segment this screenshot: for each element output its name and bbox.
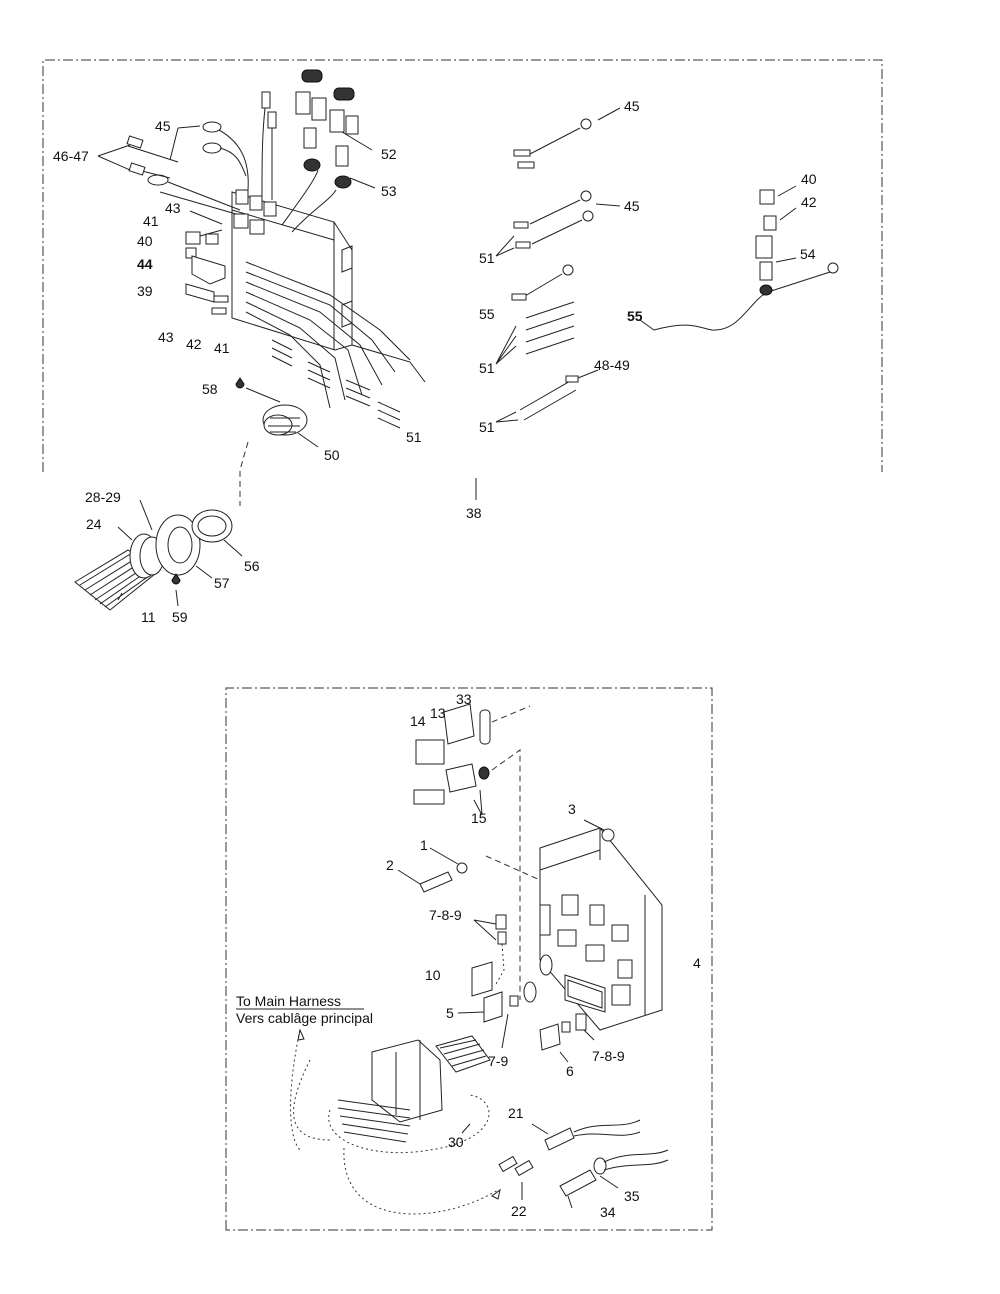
label-6: 6 <box>566 1063 574 1079</box>
label-7-8-9-lower: 7-8-9 <box>592 1048 625 1064</box>
label-2: 2 <box>386 857 394 873</box>
label-53: 53 <box>381 183 397 199</box>
label-40-right: 40 <box>801 171 817 187</box>
label-56: 56 <box>244 558 260 574</box>
lower-diagram <box>225 687 713 1231</box>
to-main-harness-en: To Main Harness <box>236 993 341 1009</box>
label-4: 4 <box>693 955 701 971</box>
connector-parts-13-14-15-33 <box>413 703 531 1000</box>
label-24: 24 <box>86 516 102 532</box>
electrical-box-assembly <box>126 91 426 429</box>
label-34: 34 <box>600 1204 616 1220</box>
label-13: 13 <box>430 705 446 721</box>
bracket-parts-39-44 <box>185 210 229 315</box>
fuse-box <box>539 827 663 1031</box>
label-30: 30 <box>448 1134 464 1150</box>
label-43: 43 <box>165 200 181 216</box>
relay-fuse-parts <box>457 914 595 1063</box>
to-main-harness-fr: Vers cablâge principal <box>236 1010 373 1026</box>
label-58: 58 <box>202 381 218 397</box>
label-7-8-9: 7-8-9 <box>429 907 462 923</box>
grommet-part-50 <box>235 377 319 506</box>
label-45-right-top: 45 <box>624 98 640 114</box>
label-41-lower: 41 <box>214 340 230 356</box>
label-39: 39 <box>137 283 153 299</box>
label-55-right: 55 <box>627 308 643 324</box>
label-45-right: 45 <box>624 198 640 214</box>
terminal-parts-21-22-34-35 <box>498 1119 669 1209</box>
label-41: 41 <box>143 213 159 229</box>
label-7-9: 7-9 <box>488 1053 508 1069</box>
label-45: 45 <box>155 118 171 134</box>
label-51-right-b: 51 <box>479 360 495 376</box>
wire-leads-right <box>495 107 839 423</box>
label-35: 35 <box>624 1188 640 1204</box>
label-28-29: 28-29 <box>85 489 121 505</box>
label-52: 52 <box>381 146 397 162</box>
label-54: 54 <box>800 246 816 262</box>
label-11: 11 <box>141 609 156 625</box>
connector-parts-52-53 <box>295 69 376 189</box>
label-1: 1 <box>420 837 428 853</box>
label-50: 50 <box>324 447 340 463</box>
label-15: 15 <box>471 810 487 826</box>
label-51-right-a: 51 <box>479 250 495 266</box>
label-22: 22 <box>511 1203 527 1219</box>
label-44: 44 <box>137 256 153 272</box>
lower-labels: 33 14 13 15 3 1 2 7-8-9 10 4 5 7-9 6 7-8… <box>236 691 701 1220</box>
harness-connector-30 <box>290 1028 501 1215</box>
hardware-parts-1-2-3 <box>397 819 615 893</box>
label-59: 59 <box>172 609 188 625</box>
upper-labels: 45 46-47 52 53 43 41 40 44 39 43 42 41 5… <box>53 98 817 625</box>
upper-diagram <box>42 59 883 611</box>
label-38: 38 <box>466 505 482 521</box>
label-42-right: 42 <box>801 194 817 210</box>
label-33: 33 <box>456 691 472 707</box>
label-10: 10 <box>425 967 441 983</box>
label-43-lower: 43 <box>158 329 174 345</box>
label-3: 3 <box>568 801 576 817</box>
label-51: 51 <box>406 429 422 445</box>
label-21: 21 <box>508 1105 524 1121</box>
label-42: 42 <box>186 336 202 352</box>
label-40: 40 <box>137 233 153 249</box>
label-51-right-c: 51 <box>479 419 495 435</box>
label-57: 57 <box>214 575 230 591</box>
upper-frame <box>42 59 883 472</box>
label-46-47: 46-47 <box>53 148 89 164</box>
label-55: 55 <box>479 306 495 322</box>
tube-and-rings-parts <box>74 499 243 611</box>
label-14: 14 <box>410 713 426 729</box>
label-48-49: 48-49 <box>594 357 630 373</box>
label-5: 5 <box>446 1005 454 1021</box>
lower-frame <box>225 687 713 1231</box>
